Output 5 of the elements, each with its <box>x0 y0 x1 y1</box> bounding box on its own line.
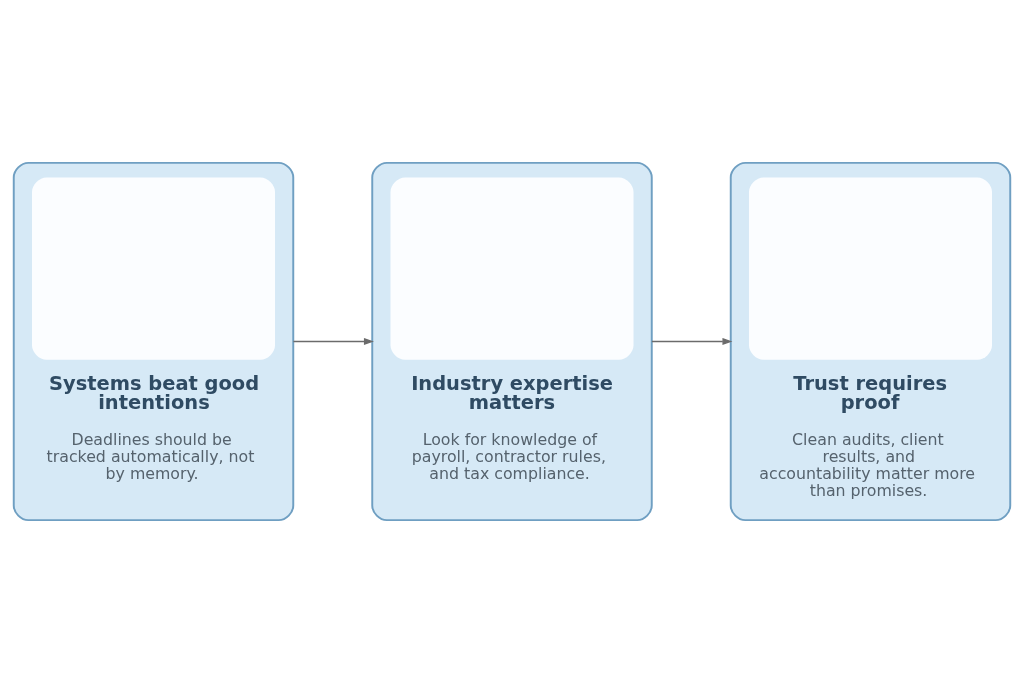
node-box: Systems beat good intentions Deadlines should be tracked automatically, not by memory. <box>12 161 295 522</box>
arrow <box>651 338 733 345</box>
node-box: Trust requires proof Clean audits, client results, and accountability matter more than promises. <box>729 161 1012 522</box>
node-box: Industry expertise matters Look for knowledge of payroll, contractor rules, and tax compliance. <box>371 161 653 522</box>
arrow <box>292 338 374 345</box>
